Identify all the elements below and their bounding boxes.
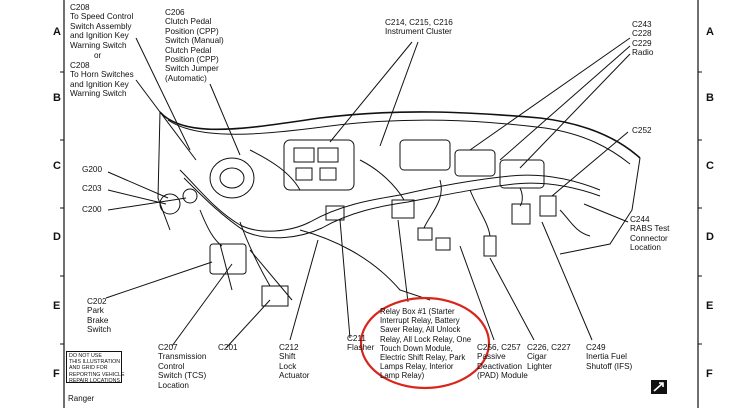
leader-c212 — [289, 239, 319, 341]
label-c243: C243 C228 C229 Radio — [632, 20, 654, 58]
leader-c243 — [469, 37, 631, 151]
label-c206: C206 Clutch Pedal Position (CPP) Switch … — [165, 8, 224, 83]
leader-c207 — [171, 263, 233, 347]
grid-row-f-right: F — [706, 368, 713, 380]
label-or: or — [94, 51, 102, 60]
label-relay-box: Relay Box #1 (Starter Interrupt Relay, B… — [380, 307, 472, 381]
corner-arrow-icon — [651, 380, 667, 394]
footer-model: Ranger — [68, 394, 95, 403]
label-c208-speed: C208 To Speed Control Switch Assembly an… — [70, 3, 134, 50]
leader-c252 — [551, 131, 629, 197]
grid-row-a-left: A — [53, 26, 61, 38]
highlight-circle — [359, 296, 491, 390]
leader-relay — [397, 219, 409, 303]
label-c256: C256, C257 Passive Deactivation (PAD) Mo… — [477, 343, 528, 381]
leader-c226 — [489, 257, 535, 341]
park-brake-connector — [209, 243, 247, 275]
label-c214: C214, C215, C216 Instrument Cluster — [385, 18, 453, 37]
grid-row-e-right: E — [706, 300, 714, 312]
relay-box-shape — [391, 199, 415, 219]
grid-row-f-left: F — [53, 368, 60, 380]
disclaimer-box: DO NOT USE THIS ILLUSTRATION AND GRID FO… — [66, 351, 125, 384]
label-c244: C244 RABS Test Connector Location — [630, 215, 670, 253]
grid-row-d-left: D — [53, 231, 61, 243]
leader-c211 — [339, 219, 351, 339]
leader-c244 — [583, 203, 629, 223]
grid-row-a-right: A — [706, 26, 714, 38]
leader-c208-horn — [135, 79, 197, 161]
label-c226: C226, C227 Cigar Lighter — [527, 343, 571, 371]
leader-c206 — [209, 83, 241, 156]
label-c201: C201 — [218, 343, 238, 352]
leader-c208-speed — [135, 37, 191, 151]
leader-c203 — [107, 189, 167, 205]
label-c249: C249 Inertia Fuel Shutoff (IFS) — [586, 343, 633, 371]
leader-g200 — [107, 171, 169, 199]
label-c203: C203 — [82, 184, 102, 193]
leader-c200 — [107, 197, 187, 211]
dash-top-edge — [159, 111, 641, 159]
leader-c201 — [225, 299, 271, 349]
label-c252: C252 — [632, 126, 652, 135]
grid-row-b-right: B — [706, 92, 714, 104]
instrument-cluster-connectors — [283, 139, 355, 191]
leader-c249 — [541, 221, 593, 341]
label-c211: C211 Flasher — [347, 334, 375, 353]
label-c207: C207 Transmission Control Switch (TCS) L… — [158, 343, 207, 390]
grid-row-e-left: E — [53, 300, 61, 312]
label-c208-horn: C208 To Horn Switches and Ignition Key W… — [70, 61, 134, 99]
leader-c202 — [105, 261, 213, 299]
c202-connector — [261, 285, 289, 307]
label-c212: C212 Shift Lock Actuator — [279, 343, 310, 381]
grid-row-b-left: B — [53, 92, 61, 104]
grid-row-c-right: C — [706, 160, 714, 172]
label-c200: C200 — [82, 205, 102, 214]
label-c202: C202 Park Brake Switch — [87, 297, 112, 335]
label-g200: G200 — [82, 165, 103, 174]
leader-c214 — [329, 41, 413, 143]
grid-row-d-right: D — [706, 231, 714, 243]
leader-c256 — [459, 245, 495, 341]
grid-row-c-left: C — [53, 160, 61, 172]
